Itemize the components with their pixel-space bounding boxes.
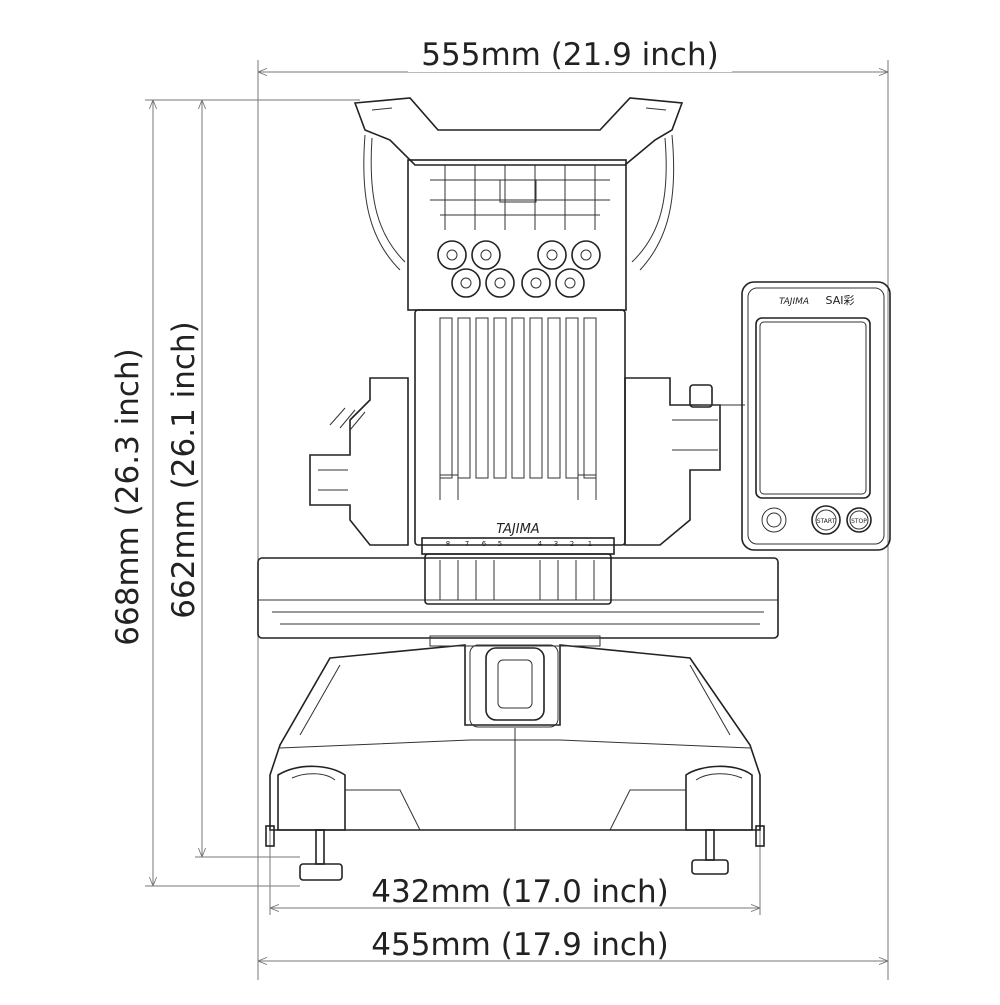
needle-number: 4 bbox=[538, 540, 543, 548]
top-width-label: 555mm (21.9 inch) bbox=[421, 37, 718, 73]
start-button[interactable]: START bbox=[811, 505, 841, 535]
dimension-lines bbox=[145, 60, 889, 980]
start-button-label: START bbox=[817, 518, 836, 525]
adjuster-foot-left bbox=[299, 829, 343, 881]
right-foot-housing bbox=[685, 765, 753, 831]
machine-head: TAJIMA 8 7 6 5 4 3 2 1 bbox=[407, 159, 627, 605]
needle-number: 8 bbox=[446, 540, 450, 548]
needle-number: 3 bbox=[554, 540, 558, 548]
needle-number: 6 bbox=[482, 540, 487, 548]
speaker-grille-icon bbox=[761, 507, 787, 533]
stop-button[interactable]: STOP bbox=[846, 507, 872, 533]
needle-numbers: 8 7 6 5 4 3 2 1 bbox=[446, 540, 592, 548]
dimension-labels: 555mm (21.9 inch) 432mm (17.0 inch) 455m… bbox=[110, 34, 732, 963]
left-foot-housing bbox=[277, 765, 346, 831]
needle-number: 7 bbox=[465, 540, 469, 548]
machine-base bbox=[265, 644, 765, 881]
embroidery-machine: TAJIMA 8 7 6 5 4 3 2 1 bbox=[257, 97, 891, 881]
panel-brand-label: TAJIMA bbox=[779, 297, 809, 307]
touch-screen bbox=[755, 317, 871, 499]
bottom-width-lower-label: 455mm (17.9 inch) bbox=[371, 927, 668, 963]
side-arms bbox=[309, 377, 745, 546]
height-outer-label: 668mm (26.3 inch) bbox=[110, 348, 146, 645]
table-frame bbox=[257, 557, 779, 647]
panel-model-label: SAI彩 bbox=[826, 294, 855, 307]
needle-number: 5 bbox=[498, 540, 502, 548]
tension-discs bbox=[437, 240, 601, 298]
control-panel: TAJIMA SAI彩 START STOP bbox=[741, 281, 891, 551]
needle-number: 1 bbox=[588, 540, 592, 548]
bottom-width-upper-label: 432mm (17.0 inch) bbox=[371, 874, 668, 910]
head-brand-label: TAJIMA bbox=[496, 522, 539, 537]
height-inner-label: 662mm (26.1 inch) bbox=[166, 321, 202, 618]
adjuster-foot-right bbox=[691, 829, 729, 875]
tension-knob bbox=[689, 384, 713, 408]
thread-stand bbox=[353, 97, 684, 271]
needle-bars bbox=[439, 317, 597, 479]
needle-number: 2 bbox=[570, 540, 574, 548]
stop-button-label: STOP bbox=[851, 518, 867, 525]
